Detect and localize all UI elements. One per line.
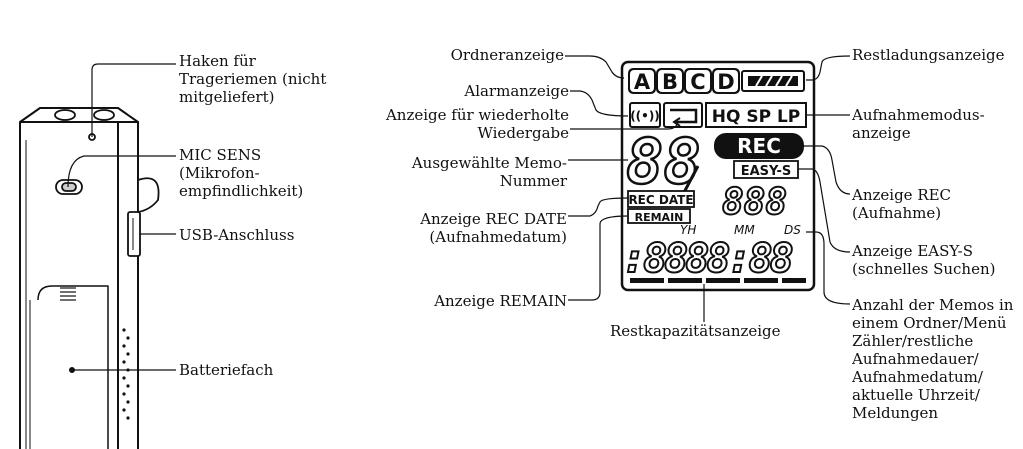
label-line: Anzeige für wiederholte <box>385 106 569 124</box>
rec-date-frame <box>627 190 695 208</box>
memo-number-digits: 88 <box>626 125 701 198</box>
label-line: (Aufnahmedatum) <box>429 228 567 246</box>
rec-date-text: REC DATE <box>628 193 693 207</box>
easy-s-text: EASY-S <box>741 164 792 179</box>
alarm-glyph: ((•)) <box>630 109 660 123</box>
label-line: einem Ordner/Menü <box>852 314 1007 332</box>
battery-icon <box>741 70 805 92</box>
rec-badge <box>714 133 804 159</box>
label-remaining-capacity: Restkapazitätsanzeige <box>610 322 781 340</box>
remain-text: REMAIN <box>635 211 684 224</box>
label-rec: Anzeige REC (Aufnahme) <box>852 186 951 222</box>
label-line: anzeige <box>852 124 911 142</box>
label-recording-mode: Aufnahmemodus- anzeige <box>852 106 985 142</box>
mic-sens-switch-icon <box>55 179 83 195</box>
label-alarm: Alarmanzeige <box>464 82 569 100</box>
label-line: aktuelle Uhrzeit/ <box>852 386 980 404</box>
memo-count-digits: 888 <box>722 182 787 223</box>
remaining-capacity-bars <box>630 278 806 283</box>
strap-hook-icon <box>54 109 115 141</box>
mode-frame <box>705 102 807 128</box>
folder-c: C <box>690 70 705 94</box>
counter-digits: :8888:88 <box>622 236 793 282</box>
folder-indicators <box>628 68 740 94</box>
repeat-icon <box>663 102 703 128</box>
yh-label: YH <box>680 223 696 237</box>
label-line: MIC SENS <box>179 146 262 164</box>
label-line: (schnelles Suchen) <box>852 260 996 278</box>
label-easy-s: Anzeige EASY-S (schnelles Suchen) <box>852 242 995 278</box>
label-mic-sens: MIC SENS (Mikrofon- empfindlichkeit) <box>179 146 303 200</box>
label-remain: Anzeige REMAIN <box>434 292 567 310</box>
rec-badge-text: REC <box>737 134 781 158</box>
label-memo-number: Ausgewählte Memo- Nummer <box>412 154 567 190</box>
label-line: Nummer <box>499 172 567 190</box>
folder-b: B <box>662 70 678 94</box>
mm-label: MM <box>734 223 755 237</box>
label-usb: USB-Anschluss <box>179 226 295 244</box>
label-line: Aufnahmedatum/ <box>852 368 983 386</box>
display-leader-lines <box>565 55 851 322</box>
label-folder: Ordneranzeige <box>450 46 564 64</box>
label-line: Aufnahmedauer/ <box>852 350 979 368</box>
alarm-icon <box>629 102 661 128</box>
label-line: Anzeige REC DATE <box>420 210 567 228</box>
label-line: Trageriemen (nicht <box>179 70 327 88</box>
label-line: Anzahl der Memos in <box>852 296 1014 314</box>
label-line: Aufnahmemodus- <box>852 106 985 124</box>
label-line: Haken für <box>179 52 256 70</box>
grille-dots <box>122 328 130 420</box>
side-clip <box>137 177 160 214</box>
label-strap-hook: Haken für Trageriemen (nicht mitgeliefer… <box>179 52 326 106</box>
label-line: Meldungen <box>852 404 939 422</box>
folder-a: A <box>634 70 651 94</box>
label-line: empfindlichkeit) <box>179 182 304 200</box>
label-line: Anzeige REC <box>852 186 952 204</box>
label-line: (Mikrofon- <box>179 164 260 182</box>
label-line: mitgeliefert) <box>179 88 275 106</box>
label-memo-count: Anzahl der Memos in einem Ordner/Menü Zä… <box>852 296 1023 422</box>
label-line: (Aufnahme) <box>852 204 942 222</box>
label-line: Anzeige EASY-S <box>852 242 973 260</box>
recorder-device <box>19 107 139 449</box>
device-leader-lines <box>67 63 176 371</box>
speaker-grille-icon <box>60 287 76 301</box>
label-repeat: Anzeige für wiederholte Wiedergabe <box>386 106 569 142</box>
label-line: Ausgewählte Memo- <box>411 154 567 172</box>
usb-connector-icon <box>127 211 141 257</box>
mode-indicator: HQ SP LP <box>712 107 801 127</box>
label-battery-level: Restladungsanzeige <box>852 46 1005 64</box>
label-battery-compartment: Batteriefach <box>179 361 274 379</box>
folder-d: D <box>717 70 734 94</box>
label-line: Wiedergabe <box>477 124 569 142</box>
label-line: Zähler/restliche <box>852 332 974 350</box>
label-rec-date: Anzeige REC DATE (Aufnahmedatum) <box>420 210 567 246</box>
ds-label: DS <box>784 223 801 237</box>
